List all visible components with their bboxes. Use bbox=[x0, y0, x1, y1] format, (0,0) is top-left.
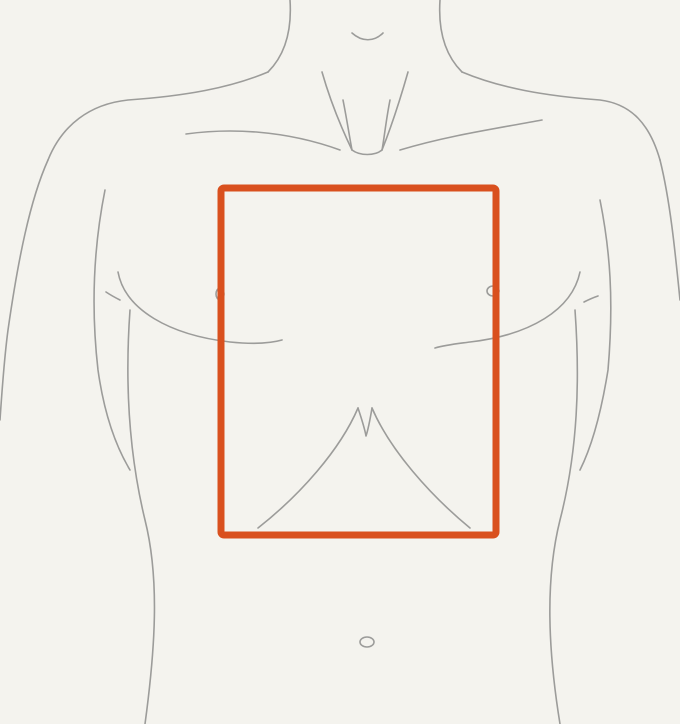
tendon-inner-left bbox=[343, 100, 352, 150]
rib-right bbox=[372, 408, 470, 528]
clavicle-left bbox=[186, 131, 340, 150]
arm-left-outer bbox=[0, 160, 48, 420]
throat-curve bbox=[352, 33, 383, 40]
shoulder-right bbox=[462, 72, 660, 160]
neck-left-line bbox=[268, 0, 290, 72]
shoulder-left bbox=[48, 72, 268, 160]
armpit-right bbox=[584, 296, 598, 302]
arm-right-inner bbox=[580, 200, 611, 470]
neck-right-line bbox=[440, 0, 462, 72]
clavicle-right bbox=[400, 120, 542, 150]
torso-left-side bbox=[128, 310, 155, 724]
tendon-inner-right bbox=[382, 100, 390, 150]
tendon-right bbox=[382, 72, 408, 150]
highlight-box bbox=[221, 188, 496, 535]
rib-left bbox=[258, 408, 358, 528]
xiphoid bbox=[358, 408, 372, 436]
tendon-left bbox=[322, 72, 352, 150]
pec-left bbox=[118, 272, 282, 343]
arm-left-inner bbox=[94, 190, 130, 470]
pec-right bbox=[435, 272, 580, 348]
torso-right-side bbox=[550, 310, 578, 724]
collar-notch bbox=[352, 150, 382, 155]
arm-right-outer bbox=[660, 160, 680, 300]
armpit-left bbox=[106, 292, 120, 300]
navel bbox=[360, 637, 374, 647]
